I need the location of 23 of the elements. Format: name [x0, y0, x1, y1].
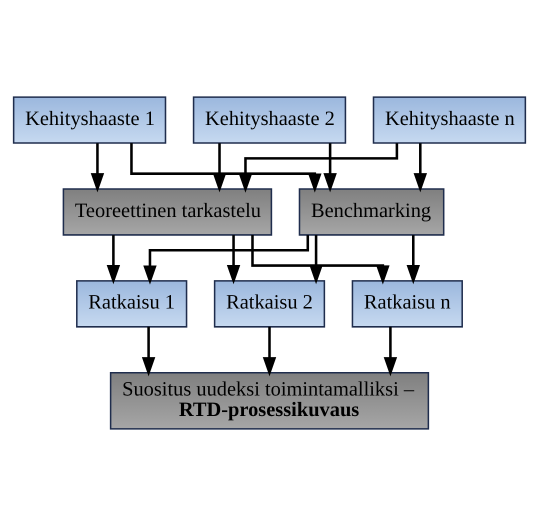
node-box: Ratkaisu 2	[214, 280, 326, 328]
node-box: Kehityshaaste 2	[192, 96, 346, 144]
arrow	[262, 326, 276, 376]
arrow	[142, 326, 156, 376]
arrow	[226, 235, 240, 284]
arrow	[414, 143, 427, 192]
arrow	[406, 235, 420, 284]
arrow	[106, 235, 120, 284]
arrow	[251, 235, 390, 285]
node-box: Ratkaisu n	[352, 280, 463, 328]
arrow	[384, 326, 398, 376]
node-box: Kehityshaaste 1	[12, 96, 166, 144]
node-box: Ratkaisu 1	[76, 280, 188, 328]
arrow	[323, 143, 337, 192]
arrow	[143, 235, 310, 285]
arrow	[90, 143, 104, 192]
arrow	[212, 143, 226, 192]
node-box: Teoreettinen tarkastelu	[62, 188, 272, 236]
arrow	[309, 235, 323, 284]
node-box: Kehityshaaste n	[372, 96, 526, 144]
arrow	[130, 143, 322, 193]
node-box: Benchmarking	[298, 188, 444, 236]
node-box: Suositus uudeksi toimintamalliksi – RTD-prosessikuvaus	[110, 372, 430, 430]
